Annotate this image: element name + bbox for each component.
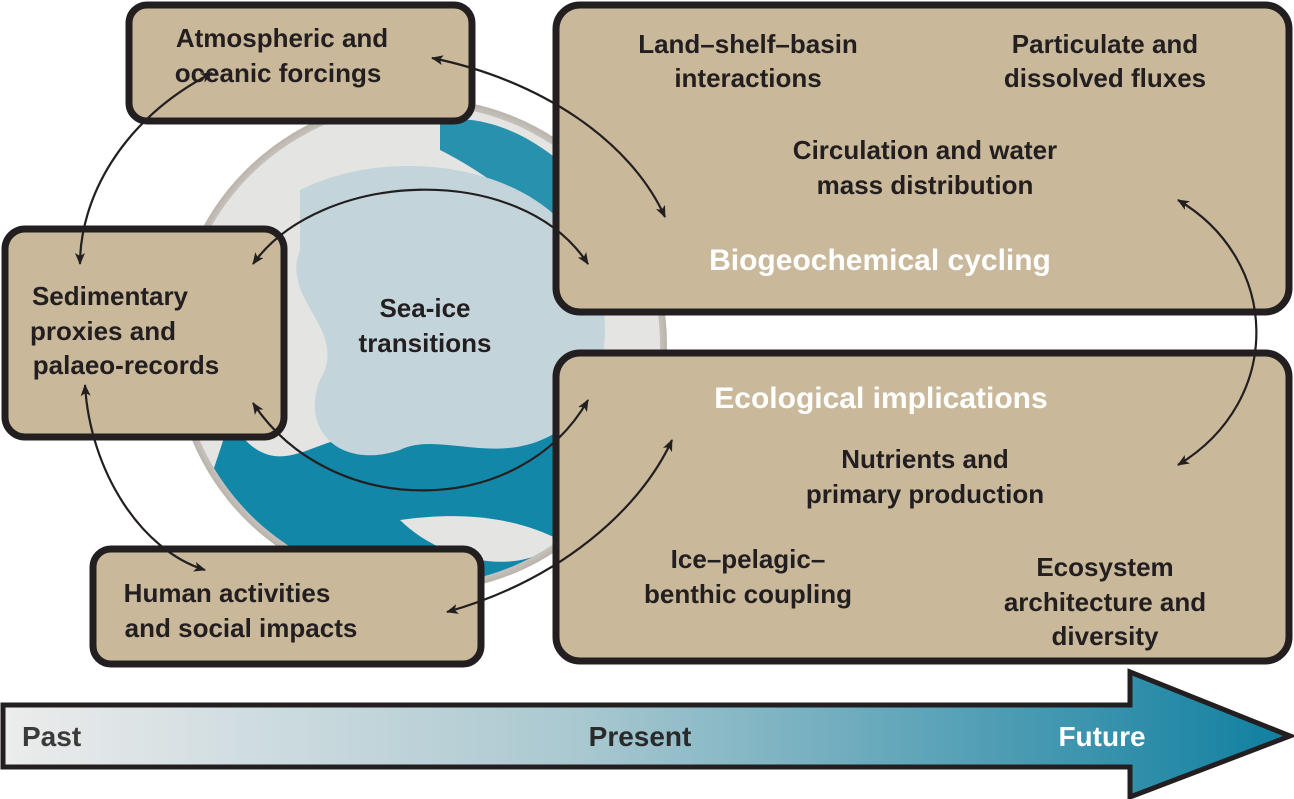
- nutrients-line1: Nutrients and: [841, 444, 1009, 474]
- atmospheric-line2: oceanic forcings: [175, 58, 382, 88]
- human-line2: and social impacts: [125, 613, 358, 643]
- sedimentary-line1: Sedimentary: [32, 281, 189, 311]
- biogeochemical-heading: Biogeochemical cycling: [709, 244, 1051, 277]
- arrow-sedimentary-biogeochemical: [252, 188, 589, 265]
- box-ecological-implications: Ecological implications Nutrients and pr…: [552, 349, 1293, 665]
- circulation-line1: Circulation and water: [793, 135, 1057, 165]
- circulation-line2: mass distribution: [817, 170, 1034, 200]
- arrow-atmospheric-biogeochemical: [431, 55, 667, 218]
- timeline-present: Present: [589, 721, 692, 752]
- arrow-atmospheric-sedimentary: [75, 72, 213, 265]
- arrow-biogeochemical-ecological: [1177, 199, 1258, 466]
- globe-label-line1: Sea-ice: [379, 293, 470, 323]
- human-line1: Human activities: [124, 578, 331, 608]
- atmospheric-line1: Atmospheric and: [176, 23, 388, 53]
- sedimentary-line3: palaeo-records: [33, 350, 219, 380]
- ecosystem-line1: Ecosystem: [1036, 552, 1173, 582]
- particulate-line1: Particulate and: [1012, 29, 1198, 59]
- nutrients-line2: primary production: [806, 479, 1044, 509]
- land-shelf-line2: interactions: [674, 63, 821, 93]
- ice-pelagic-line2: benthic coupling: [644, 579, 852, 609]
- sedimentary-line2: proxies and: [30, 316, 176, 346]
- box-biogeochemical-cycling: Land–shelf–basin interactions Particulat…: [552, 1, 1293, 316]
- box-sedimentary-proxies: Sedimentary proxies and palaeo-records: [1, 225, 288, 441]
- timeline-past: Past: [22, 721, 81, 752]
- globe-label-line2: transitions: [359, 328, 492, 358]
- particulate-line2: dissolved fluxes: [1004, 63, 1206, 93]
- box-human-activities: Human activities and social impacts: [89, 545, 485, 668]
- box-atmospheric-forcings: Atmospheric and oceanic forcings: [125, 1, 476, 125]
- ecosystem-line3: diversity: [1052, 621, 1159, 651]
- arrow-human-ecological: [446, 439, 674, 614]
- ice-pelagic-line1: Ice–pelagic–: [671, 544, 826, 574]
- land-shelf-line1: Land–shelf–basin: [638, 29, 858, 59]
- timeline-arrow: Past Present Future: [0, 668, 1294, 799]
- ecological-heading: Ecological implications: [714, 382, 1047, 415]
- arrow-sedimentary-human: [80, 384, 206, 572]
- timeline-future: Future: [1058, 721, 1145, 752]
- ecosystem-line2: architecture and: [1004, 587, 1206, 617]
